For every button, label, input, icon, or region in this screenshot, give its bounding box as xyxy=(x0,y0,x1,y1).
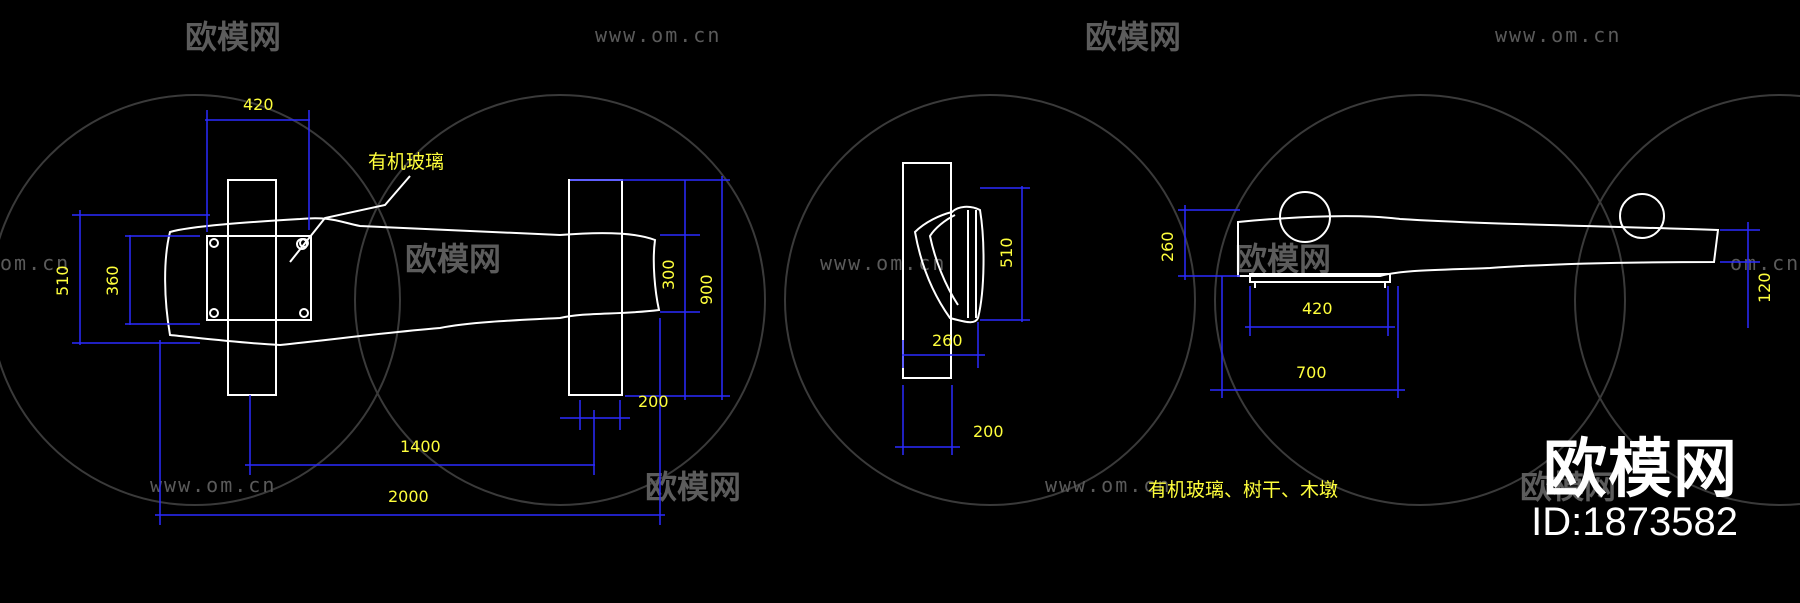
dim-side-left-height: 260 xyxy=(1158,231,1177,262)
watermark-url-partial: om.cn xyxy=(0,251,70,275)
elevation-dimension-lines xyxy=(895,186,1030,455)
watermark-cn: 欧模网 xyxy=(185,18,281,56)
trunk-outline xyxy=(1237,215,1720,277)
side-view xyxy=(1237,191,1720,288)
watermark-cn: 欧模网 xyxy=(1520,468,1616,506)
dim-plan-top-width: 420 xyxy=(243,95,274,114)
dim-side-span-large: 700 xyxy=(1296,363,1327,382)
leader-dot xyxy=(296,238,308,250)
watermark-url: www.om.cn xyxy=(595,23,721,47)
side-dimension-lines xyxy=(1178,205,1760,398)
left-post xyxy=(227,179,277,396)
dim-plan-outer-height: 510 xyxy=(53,265,72,296)
right-post xyxy=(568,179,623,396)
acrylic-slab-outline xyxy=(164,217,661,347)
watermarks: 欧模网 www.om.cn 欧模网 www.om.cn om.cn 欧模网 ww… xyxy=(0,18,1800,506)
bolt xyxy=(209,238,219,248)
watermark-cn: 欧模网 xyxy=(1235,240,1331,278)
acrylic-plate-side xyxy=(1249,273,1391,283)
dim-plan-right-outer: 900 xyxy=(697,274,716,305)
leader-line xyxy=(289,175,411,263)
dim-plan-total-length: 2000 xyxy=(388,487,429,506)
brand-logo-text: 欧模网 xyxy=(1543,433,1738,507)
watermark-url: www.om.cn xyxy=(820,251,946,275)
watermark-cn: 欧模网 xyxy=(1085,18,1181,56)
trunk-knot-left xyxy=(1279,191,1331,243)
caption: 有机玻璃、树干、木墩 xyxy=(1148,479,1338,501)
trunk-inner-line xyxy=(928,214,959,306)
dim-elev-height: 510 xyxy=(997,237,1016,268)
brand-id: ID:1873582 xyxy=(1531,500,1738,544)
plan-dimension-lines xyxy=(72,110,730,525)
side-dimension-text: 260 120 420 700 xyxy=(1158,231,1774,382)
dim-plan-inner-height: 360 xyxy=(103,265,122,296)
dim-plan-post-span: 1400 xyxy=(400,437,441,456)
bolt xyxy=(209,308,219,318)
dim-side-span-small: 420 xyxy=(1302,299,1333,318)
trunk-knot-right xyxy=(1619,193,1665,239)
plan-dimension-text: 420 510 360 300 900 200 1400 2000 有机玻璃 xyxy=(53,95,716,506)
dim-elev-base: 200 xyxy=(973,422,1004,441)
watermark-cn: 欧模网 xyxy=(405,240,501,278)
watermark-url: www.om.cn xyxy=(1045,473,1171,497)
dim-plan-small-gap: 200 xyxy=(638,392,669,411)
trunk-section xyxy=(913,205,985,324)
plan-view xyxy=(164,175,661,396)
watermark-circles xyxy=(0,94,1800,506)
material-note: 有机玻璃 xyxy=(368,151,444,173)
dim-elev-depth: 260 xyxy=(932,331,963,350)
bolt xyxy=(299,308,309,318)
elevation-post xyxy=(902,162,952,379)
acrylic-plate xyxy=(206,235,312,321)
watermark-url: www.om.cn xyxy=(150,473,276,497)
elevation-dimension-text: 510 260 200 xyxy=(932,237,1016,441)
dim-side-right-height: 120 xyxy=(1755,272,1774,303)
watermark-cn: 欧模网 xyxy=(645,468,741,506)
dim-plan-right-inner: 300 xyxy=(659,259,678,290)
watermark-url: www.om.cn xyxy=(1495,23,1621,47)
watermark-url-partial: om.cn xyxy=(1730,251,1800,275)
front-elevation xyxy=(902,162,985,379)
